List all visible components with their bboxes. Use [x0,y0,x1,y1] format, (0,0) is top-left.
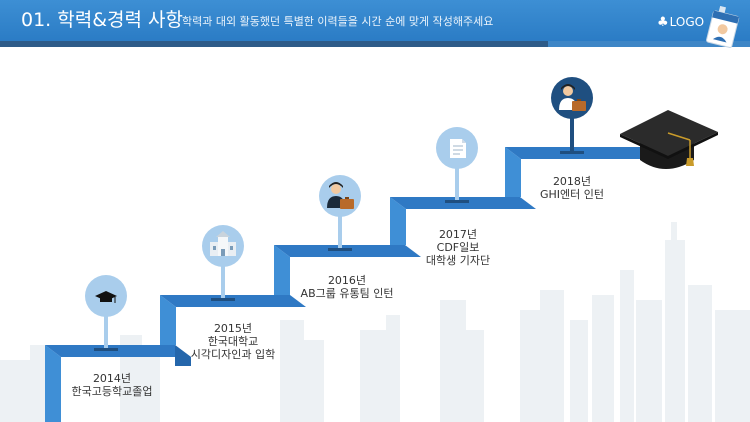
timeline-desc: AB그룹 유통팀 인턴 [300,287,394,300]
timeline-label: 2016년 AB그룹 유통팀 인턴 [282,274,412,300]
timeline-year: 2018년 [552,175,592,188]
document-icon [450,139,466,158]
timeline-year: 2015년 [213,322,253,335]
timeline-desc: 시각디자인과 입학 [190,348,276,361]
timeline-year: 2017년 [438,228,478,241]
timeline-label: 2017년 CDF일보 대학생 기자단 [393,228,523,267]
timeline-year: 2014년 [92,372,132,385]
mortarboard-icon [620,110,718,169]
club-icon: ♣ [657,15,669,30]
timeline-desc: GHI엔터 인턴 [539,188,605,201]
timeline-pin [85,275,127,351]
timeline-label: 2014년 한국고등학교졸업 [47,372,177,398]
header-bar [0,0,750,41]
timeline-desc: 대학생 기자단 [425,254,491,267]
logo-text: LOGO [669,15,705,29]
timeline-label: 2018년 GHI엔터 인턴 [507,175,637,201]
timeline-label: 2015년 한국대학교 시각디자인과 입학 [168,322,298,361]
timeline-desc: CDF일보 [436,241,480,254]
timeline-desc: 한국대학교 [207,335,259,348]
timeline-year: 2016년 [327,274,367,287]
timeline-pin [319,175,361,251]
header-strip-dark [0,41,548,47]
page-subtitle: 학력과 대외 활동했던 특별한 이력들을 시간 순에 맞게 작성해주세요 [182,15,494,28]
school-building-icon [210,231,236,256]
businessman-briefcase-icon [559,84,586,111]
logo: ♣LOGO [657,15,704,30]
page-title: 01. 학력&경력 사항 [21,9,183,31]
graduation-cap-icon [95,291,117,303]
timeline-pin [551,77,593,154]
timeline-pin [202,225,244,301]
businessman-briefcase-icon [327,182,354,209]
timeline-pin [436,127,478,203]
header-strip [0,41,750,47]
timeline-desc: 한국고등학교졸업 [71,385,153,398]
id-badge-icon [706,6,740,48]
